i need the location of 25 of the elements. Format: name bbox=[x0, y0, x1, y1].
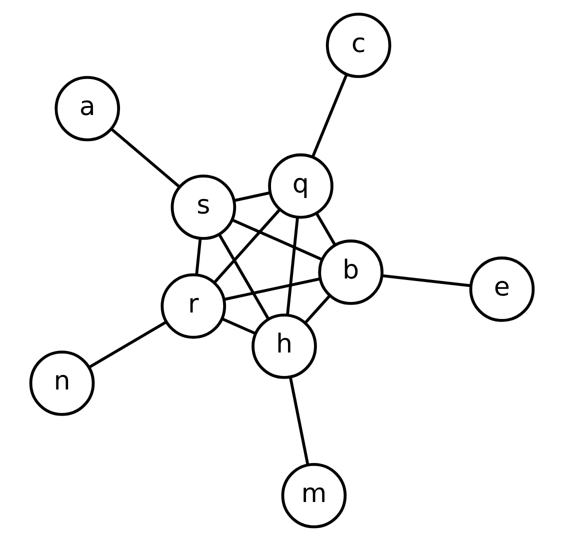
connector bbox=[110, 128, 180, 188]
connector bbox=[311, 74, 348, 158]
connector bbox=[232, 218, 322, 261]
node-circle: e bbox=[469, 256, 535, 322]
connector bbox=[234, 191, 270, 202]
connector bbox=[195, 238, 202, 275]
node-circle: r bbox=[160, 273, 226, 339]
node-circle: n bbox=[29, 350, 95, 416]
connector bbox=[88, 320, 167, 368]
connector bbox=[286, 217, 299, 316]
connector bbox=[304, 294, 331, 324]
connector bbox=[224, 277, 320, 301]
node-circle: b bbox=[318, 240, 384, 305]
connector bbox=[218, 234, 270, 320]
node-circle: h bbox=[252, 314, 317, 379]
connector bbox=[222, 317, 256, 335]
node-circle: m bbox=[281, 462, 347, 528]
node-circle: q bbox=[268, 153, 334, 219]
connector bbox=[214, 208, 281, 284]
connector bbox=[382, 274, 471, 288]
node-circle: s bbox=[170, 174, 236, 240]
node-circle: c bbox=[326, 12, 392, 78]
node-circle: a bbox=[54, 76, 120, 142]
connector bbox=[288, 376, 310, 465]
connector bbox=[315, 212, 336, 246]
